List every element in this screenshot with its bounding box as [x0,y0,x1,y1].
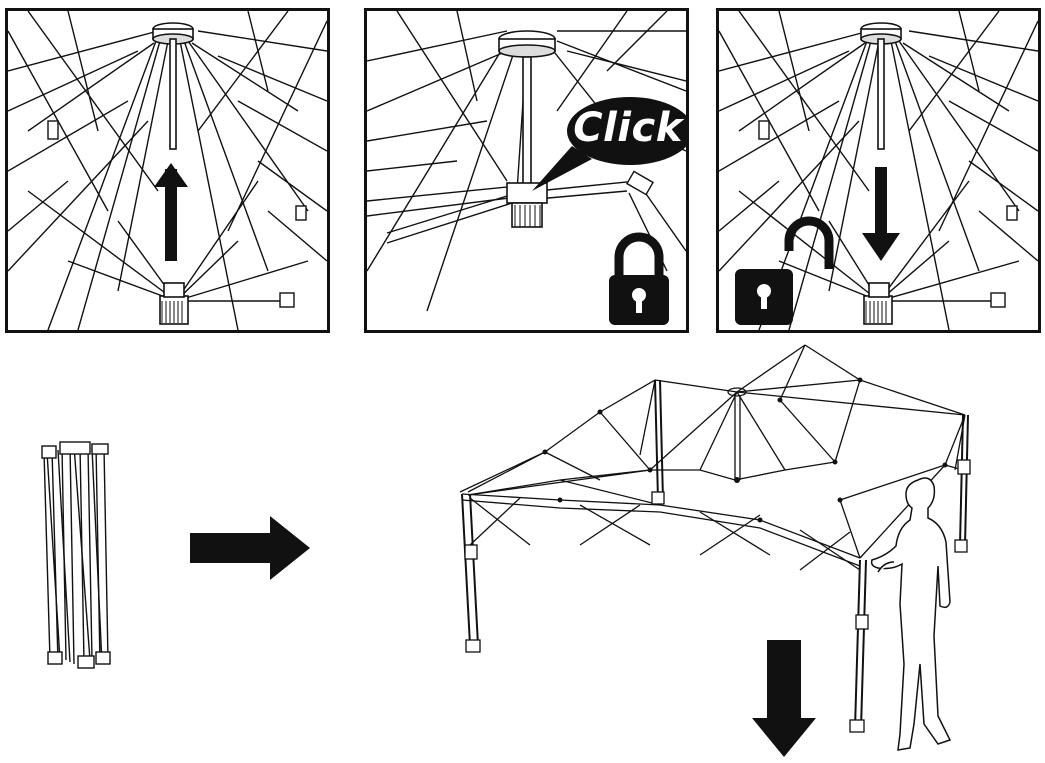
folded-frame-drawing [41,441,111,669]
click-callout-bubble [532,97,686,191]
click-callout-text: Click [573,105,683,151]
hub-locked-drawing [367,11,686,325]
arrow-down-icon [862,167,900,261]
lock-open-icon [735,216,834,325]
expanded-frame-drawing [459,344,971,733]
hub-unlocked-drawing [719,11,1038,330]
lock-closed-icon [609,232,669,325]
arrow-down-icon [752,640,816,757]
hub-frame-drawing [8,11,327,330]
person-figure [870,477,952,751]
arrow-up-icon [154,163,188,261]
step-panel-raise-hub [5,8,330,333]
step-panel-unlock-lower [716,8,1041,333]
arrow-right-icon [190,516,310,580]
step-panel-click-lock [364,8,689,333]
